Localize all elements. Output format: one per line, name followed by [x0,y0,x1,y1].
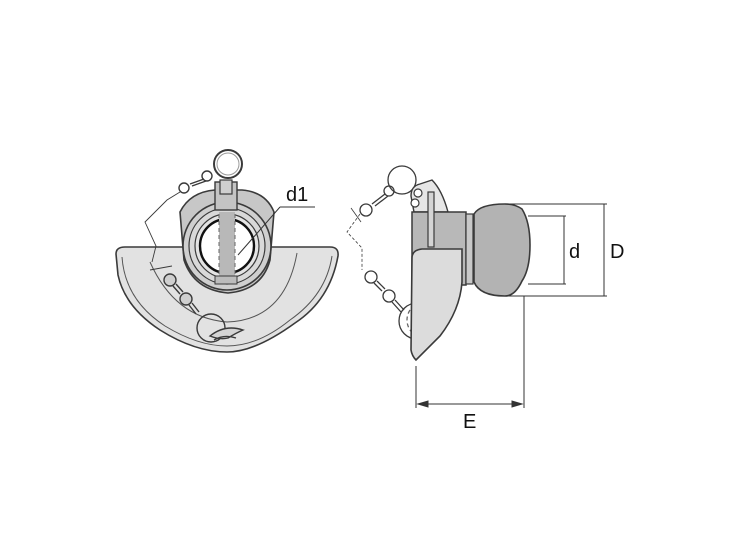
cover-shield [115,246,339,353]
key-ring [213,149,243,179]
dimension-D [505,203,607,297]
label-d1: d1 [286,184,308,206]
dimension-d [528,215,566,285]
cover-flap [410,248,463,362]
label-E: E [463,411,476,433]
front-view: d1 [115,149,339,353]
dimension-d1: d1 [237,184,315,256]
side-view: D d E [346,165,624,433]
ball [473,203,531,297]
locking-pin [219,212,235,282]
dimension-E [415,296,525,408]
label-D: D [610,241,624,263]
label-d: d [569,241,580,263]
side-pin [427,191,435,248]
chain [144,170,245,343]
collar-ring [179,179,275,294]
